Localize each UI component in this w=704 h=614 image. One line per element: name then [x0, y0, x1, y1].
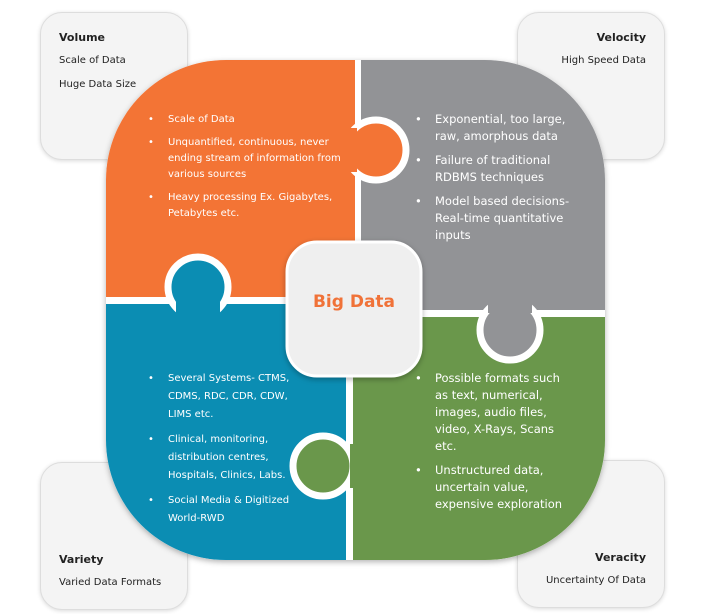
velocity-line: High Speed Data: [561, 55, 646, 66]
list-item: Exponential, too large, raw, amorphous d…: [415, 111, 583, 145]
list-item: Clinical, monitoring, distribution centr…: [148, 431, 298, 485]
list-item: Model based decisions- Real-time quantit…: [415, 193, 583, 244]
center-title: Big Data: [312, 292, 396, 312]
list-item: Social Media & Digitized World-RWD: [148, 492, 298, 528]
list-item: Unstructured data, uncertain value, expe…: [415, 462, 575, 513]
veracity-line: Uncertainty Of Data: [545, 575, 646, 586]
velocity-list: Exponential, too large, raw, amorphous d…: [415, 111, 583, 251]
variety-line: Varied Data Formats: [59, 577, 162, 588]
variety-list: Several Systems- CTMS, CDMS, RDC, CDR, C…: [148, 370, 318, 535]
veracity-list: Possible formats such as text, numerical…: [415, 370, 575, 520]
veracity-title: Veracity: [595, 551, 646, 564]
list-item: Scale of Data: [148, 112, 348, 128]
list-item: Unquantified, continuous, never ending s…: [148, 135, 348, 183]
list-item: Possible formats such as text, numerical…: [415, 370, 575, 455]
volume-list: Scale of Data Unquantified, continuous, …: [148, 112, 348, 229]
variety-title: Variety: [59, 553, 104, 566]
volume-line: Huge Data Size: [59, 79, 137, 90]
list-item: Failure of traditional RDBMS techniques: [415, 152, 583, 186]
volume-line: Scale of Data: [59, 55, 126, 66]
center-piece: [285, 240, 423, 378]
volume-title: Volume: [59, 31, 105, 44]
list-item: Heavy processing Ex. Gigabytes, Petabyte…: [148, 190, 348, 222]
velocity-title: Velocity: [596, 31, 646, 44]
list-item: Several Systems- CTMS, CDMS, RDC, CDR, C…: [148, 370, 298, 424]
